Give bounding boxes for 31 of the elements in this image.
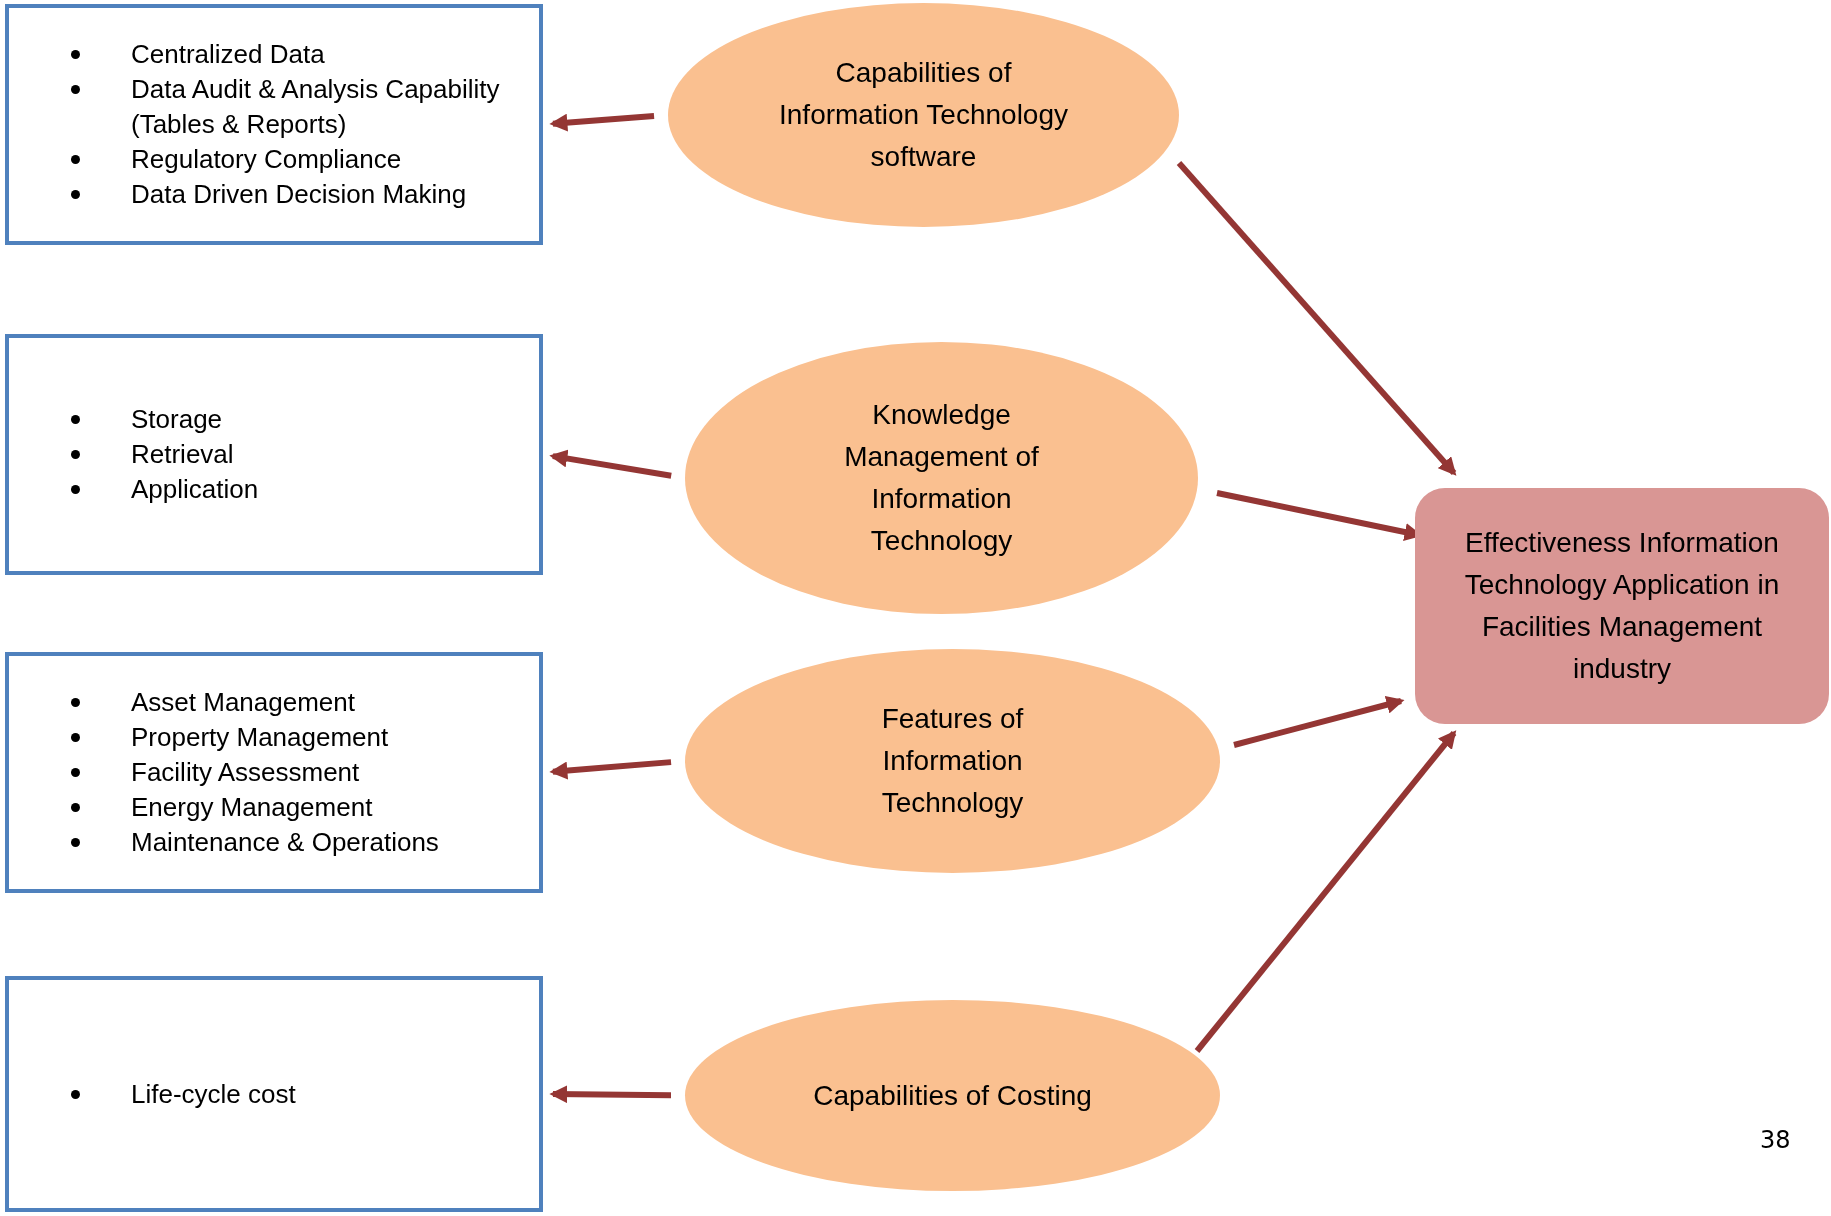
node-label: Effectiveness Information Technology Application in Facilities Management industry xyxy=(1463,526,1781,686)
bullet-item: Regulatory Compliance xyxy=(69,142,519,177)
node-label: Knowledge Management of Information Technology xyxy=(843,398,1040,558)
bullet-item: Storage xyxy=(69,402,519,437)
bullet-item: Application xyxy=(69,472,519,507)
bullet-item: Centralized Data xyxy=(69,37,519,72)
arrow xyxy=(1233,695,1405,748)
bullet-item: Maintenance & Operations xyxy=(69,825,519,860)
arrow xyxy=(549,1085,672,1104)
arrow xyxy=(549,449,672,479)
arrow xyxy=(1194,730,1457,1053)
bullet-list-box xyxy=(5,652,543,893)
node-label: Capabilities of Information Technology software xyxy=(778,56,1069,174)
bullet-list-box xyxy=(5,976,543,1212)
bullet-item: Data Audit & Analysis Capability (Tables & Reports) xyxy=(69,72,519,142)
node-label: Features of Information Technology xyxy=(880,702,1025,820)
bullet-item: Asset Management xyxy=(69,685,519,720)
bullet-item: Life-cycle cost xyxy=(69,1076,519,1112)
bullet-list-box xyxy=(5,334,543,575)
bullet-item: Data Driven Decision Making xyxy=(69,177,519,212)
outcome-box xyxy=(1415,488,1829,724)
arrow xyxy=(549,759,672,780)
bullet-item: Retrieval xyxy=(69,437,519,472)
node-label: Capabilities of Costing xyxy=(813,1078,1092,1113)
bullet-item: Energy Management xyxy=(69,790,519,825)
bullet-item: Property Management xyxy=(69,720,519,755)
page-number: 38 xyxy=(1760,1126,1791,1154)
arrow xyxy=(1176,161,1457,476)
bullet-list-box xyxy=(5,4,543,245)
arrow xyxy=(549,113,655,132)
bullet-item: Facility Assessment xyxy=(69,755,519,790)
